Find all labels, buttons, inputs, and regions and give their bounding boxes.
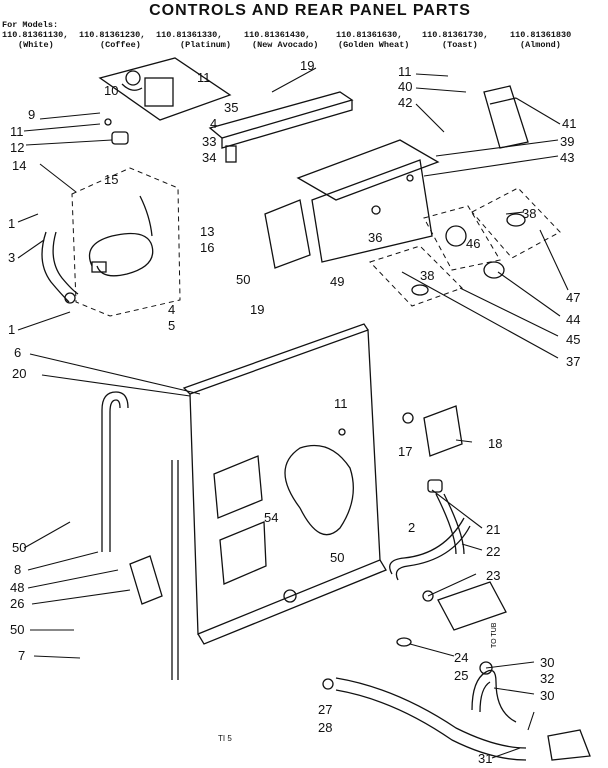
callout: 43 (560, 150, 574, 165)
callout: 19 (300, 58, 314, 73)
callout: 50 (12, 540, 26, 555)
callout: 39 (560, 134, 574, 149)
leader-lines (17, 67, 569, 759)
callout: 31 (478, 751, 492, 766)
drain-hose (101, 391, 179, 680)
callout: 4 (210, 116, 217, 131)
callout: 20 (12, 366, 26, 381)
model-number: 110.81361830 (510, 30, 572, 40)
model-number: 110.81361730, (422, 30, 489, 40)
callout: 50 (236, 272, 250, 287)
callout: 11 (334, 396, 348, 411)
callout: 28 (318, 720, 332, 735)
callout: 32 (540, 671, 554, 686)
callout: 13 (200, 224, 214, 239)
timer-assembly (98, 57, 232, 145)
callout: 22 (486, 544, 500, 559)
callout: 11 (197, 70, 211, 85)
callout-note: TO TUB (491, 622, 498, 648)
callout: 8 (14, 562, 21, 577)
callout: 35 (224, 100, 238, 115)
callout: 38 (420, 268, 434, 283)
callout: 45 (566, 332, 580, 347)
model-color: (Coffee) (100, 40, 141, 50)
callout: 42 (398, 95, 412, 110)
model-color: (Golden Wheat) (338, 40, 410, 50)
knob-group (369, 187, 561, 307)
model-color: (Almond) (520, 40, 561, 50)
callout: 11 (398, 64, 412, 79)
model-number: 110.81361630, (336, 30, 403, 40)
callout: 12 (10, 140, 24, 155)
lower-hose (322, 661, 591, 761)
model-number: 110.81361130, (2, 30, 69, 40)
control-panel (264, 139, 440, 269)
callout: 21 (486, 522, 500, 537)
callout: 30 (540, 655, 554, 670)
callout: 1 (8, 216, 15, 231)
callout: 15 (104, 172, 118, 187)
callout: 47 (566, 290, 580, 305)
callout: 9 (28, 107, 35, 122)
model-color: (Toast) (442, 40, 478, 50)
page-footer: TI 5 (218, 734, 232, 743)
callout: 4 (168, 302, 175, 317)
callout: 10 (104, 83, 118, 98)
callout: 1 (8, 322, 15, 337)
switch-bracket (483, 85, 529, 149)
callout: 38 (522, 206, 536, 221)
callout: 25 (454, 668, 468, 683)
diagram-title: CONTROLS AND REAR PANEL PARTS (149, 2, 471, 19)
callout: 37 (566, 354, 580, 369)
callout: 23 (486, 568, 500, 583)
model-number: 110.81361230, (79, 30, 146, 40)
callout: 19 (250, 302, 264, 317)
model-color: (White) (18, 40, 54, 50)
models-intro: For Models: (2, 20, 59, 30)
callout: 3 (8, 250, 15, 265)
callout: 26 (10, 596, 24, 611)
callout: 2 (408, 520, 415, 535)
wiring-harness (71, 167, 181, 317)
callout: 48 (10, 580, 24, 595)
model-color: (New Avocado) (252, 40, 319, 50)
callout: 36 (368, 230, 382, 245)
callout: 54 (264, 510, 278, 525)
callout: 50 (330, 550, 344, 565)
model-color: (Platinum) (180, 40, 232, 50)
callout: 27 (318, 702, 332, 717)
callout: 11 (10, 124, 24, 139)
console-rail (208, 91, 354, 163)
callout: 33 (202, 134, 216, 149)
callout: 46 (466, 236, 480, 251)
callout: 5 (168, 318, 175, 333)
model-number: 110.81361430, (244, 30, 311, 40)
callout: 50 (10, 622, 24, 637)
callout: 7 (18, 648, 25, 663)
callout: 30 (540, 688, 554, 703)
callout: 49 (330, 274, 344, 289)
callout: 44 (566, 312, 580, 327)
hose-pump (389, 517, 507, 647)
bracket-left (129, 555, 163, 605)
callout: 6 (14, 345, 21, 360)
model-number: 110.81361330, (156, 30, 223, 40)
callout: 14 (12, 158, 26, 173)
callout: 18 (488, 436, 502, 451)
rear-panel (182, 323, 387, 645)
inlet-hose (41, 231, 79, 304)
callout: 17 (398, 444, 412, 459)
callout: 40 (398, 79, 412, 94)
callout: 24 (454, 650, 468, 665)
callout: 34 (202, 150, 216, 165)
callout: 41 (562, 116, 576, 131)
callout: 16 (200, 240, 214, 255)
